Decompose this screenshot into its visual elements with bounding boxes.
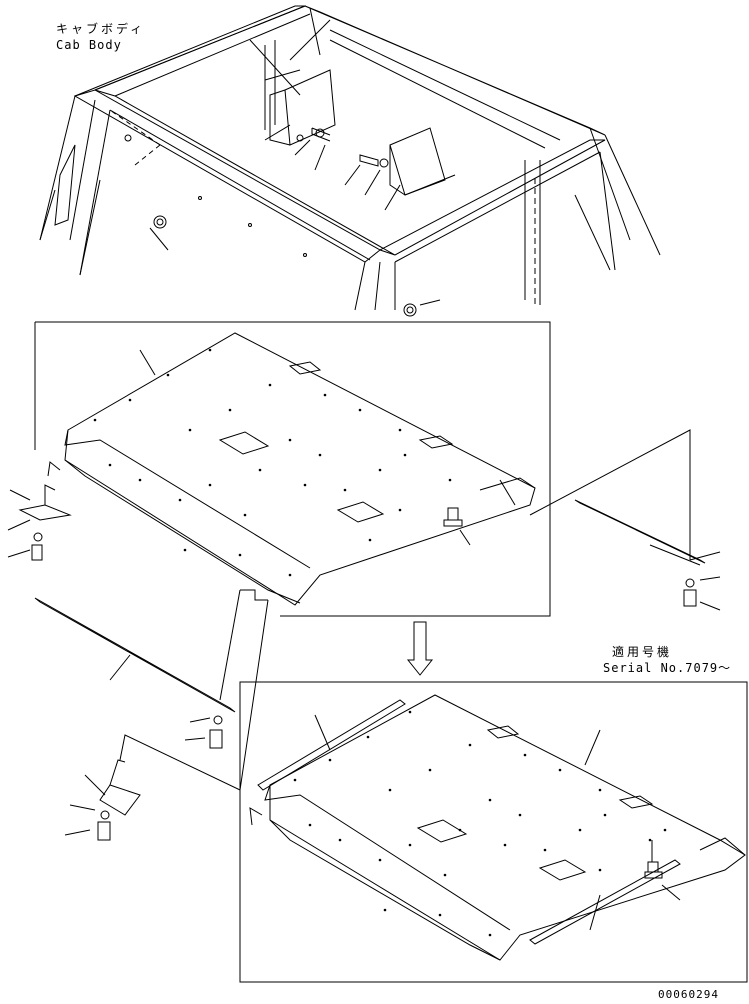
upper-bracket-assembly [264, 69, 456, 211]
right-side-parts [529, 429, 721, 611]
serial-label-en: Serial No.7079～ [603, 661, 732, 675]
cab-body-label-jp: キャブボディ [56, 22, 146, 36]
cab-body-label-en: Cab Body [56, 38, 122, 52]
panel-box-lower [239, 681, 748, 983]
serial-label-jp: 適用号機 [612, 645, 673, 659]
left-side-parts [7, 484, 269, 841]
drawing-number: 00060294 [658, 988, 719, 1001]
cab-body-frame [39, 5, 661, 317]
down-arrow-icon [406, 621, 434, 676]
panel-box-upper [34, 321, 551, 617]
